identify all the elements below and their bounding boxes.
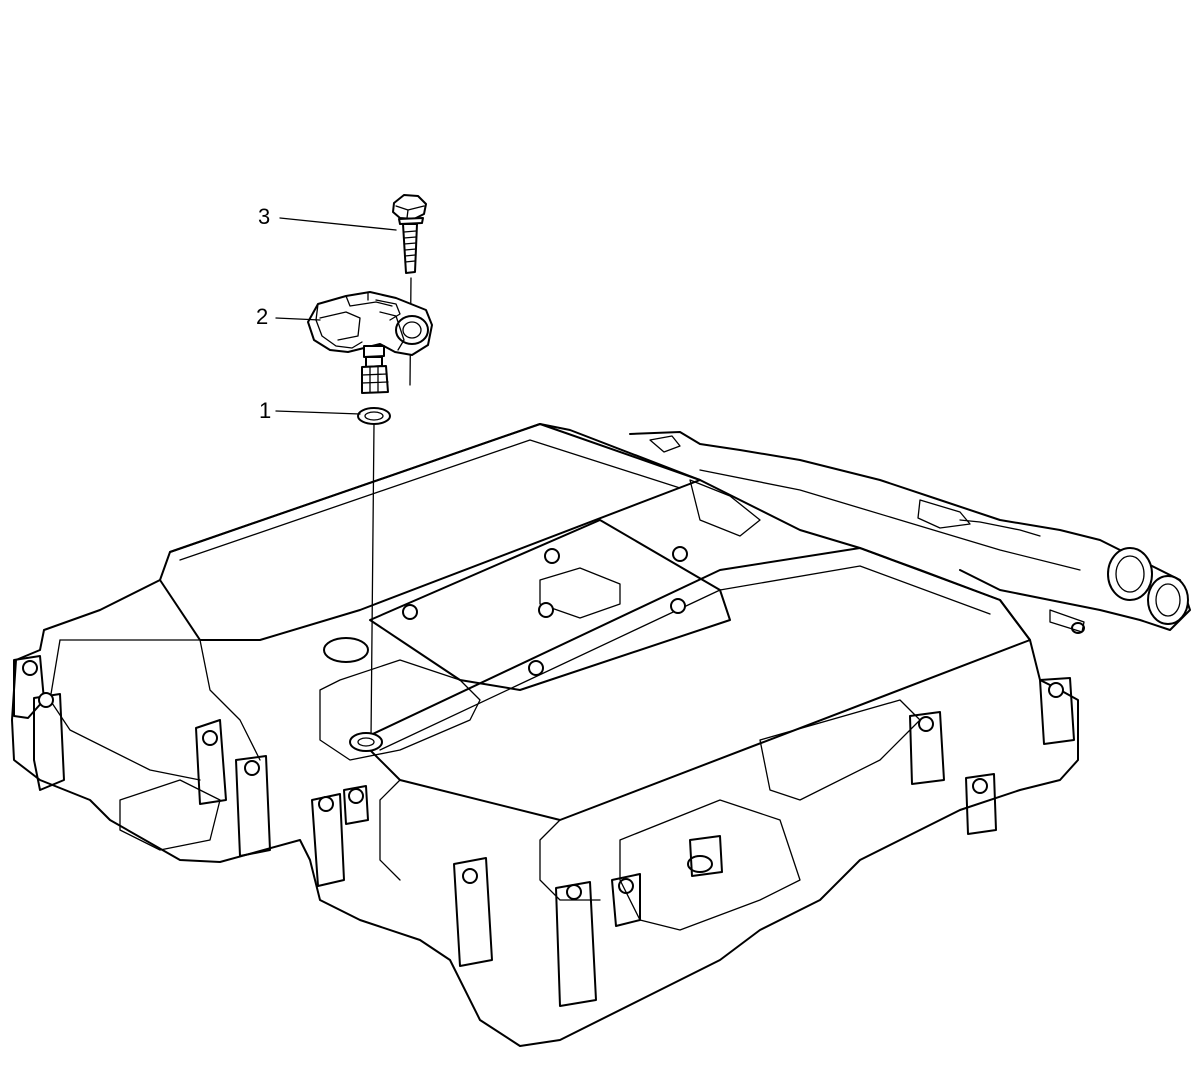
leader-line-1 bbox=[275, 410, 361, 415]
bolt-part bbox=[392, 194, 427, 386]
callout-label-3: 3 bbox=[258, 204, 271, 229]
callout-label-2: 2 bbox=[256, 304, 269, 329]
leader-line-2 bbox=[275, 317, 321, 321]
o-ring-part bbox=[357, 407, 391, 425]
engine-cover-body bbox=[11, 423, 1191, 1047]
callout-label-1: 1 bbox=[259, 398, 272, 423]
alignment-line bbox=[370, 423, 375, 739]
leader-line-3 bbox=[279, 217, 397, 231]
sensor-part bbox=[307, 291, 433, 394]
